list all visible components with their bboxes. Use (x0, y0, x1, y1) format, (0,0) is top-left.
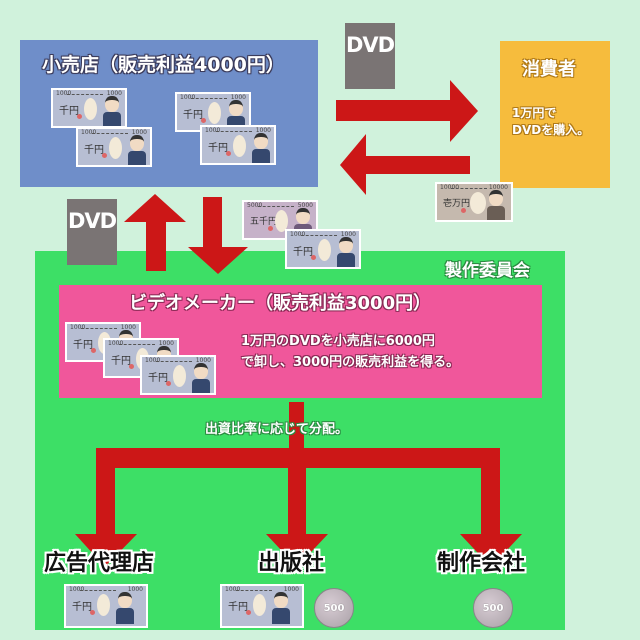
banknote-label: 千円 (111, 356, 131, 367)
coin-500-icon: 500 (314, 588, 354, 628)
banknote-label: 千円 (73, 340, 93, 351)
banknote-value: 10000 (440, 184, 460, 191)
dvd-tag-left: DVD (67, 199, 117, 265)
consumer-title: 消費者 (522, 59, 576, 80)
dvd-tag-top: DVD (345, 23, 395, 89)
arrow-to-consumer (336, 80, 478, 142)
banknote-value: 5000 (247, 202, 263, 209)
distribution-label: 出資比率に応じて分配。 (205, 422, 349, 437)
banknote-value: 1000 (108, 340, 124, 347)
banknote-value-right: 1000 (106, 90, 122, 97)
video-maker-line-1: 1万円のDVDを小売店に6000円 (241, 334, 435, 349)
video-maker-line-2: で卸し、3000円の販売利益を得る。 (241, 355, 460, 370)
coin-500-icon: 500 (473, 588, 513, 628)
banknote-1000-icon: 1000 千円 1000 (285, 229, 361, 269)
banknote-10000-icon: 10000 壱万円 10000 (435, 182, 513, 222)
consumer-line-1: 1万円で (512, 106, 557, 120)
banknote-value: 1000 (290, 231, 306, 238)
banknote-label: 千円 (84, 145, 104, 156)
banknote-value: 1000 (70, 324, 86, 331)
banknote-value-right: 1000 (340, 231, 356, 238)
banknote-label: 千円 (72, 602, 92, 613)
banknote-1000-icon: 1000 千円 1000 (220, 584, 304, 628)
banknote-label: 千円 (148, 373, 168, 384)
banknote-value: 1000 (205, 127, 221, 134)
banknote-value: 1000 (69, 586, 85, 593)
banknote-value-right: 1000 (158, 340, 174, 347)
banknote-label: 千円 (59, 106, 79, 117)
banknote-value: 1000 (145, 357, 161, 364)
banknote-value-right: 1000 (255, 127, 271, 134)
banknote-label: 千円 (228, 602, 248, 613)
banknote-value-right: 1000 (131, 129, 147, 136)
consumer-line-2: DVDを購入。 (512, 123, 590, 137)
banknote-label: 千円 (293, 247, 313, 258)
banknote-value-right: 1000 (230, 94, 246, 101)
banknote-label: 五千円 (250, 217, 278, 227)
recipient-ad-agency: 広告代理店 (44, 551, 155, 576)
banknote-value-right: 1000 (120, 324, 136, 331)
banknote-1000-icon: 1000 千円 1000 (51, 88, 127, 128)
banknote-value: 1000 (180, 94, 196, 101)
recipient-publisher: 出版社 (258, 551, 325, 576)
banknote-1000-icon: 1000 千円 1000 (200, 125, 276, 165)
banknote-value: 1000 (225, 586, 241, 593)
banknote-1000-icon: 1000 千円 1000 (64, 584, 148, 628)
banknote-1000-icon: 1000 千円 1000 (140, 355, 216, 395)
banknote-label: 壱万円 (443, 199, 471, 209)
committee-title: 製作委員会 (445, 261, 530, 281)
banknote-label: 千円 (208, 143, 228, 154)
banknote-value-right: 5000 (297, 202, 313, 209)
banknote-value-right: 1000 (195, 357, 211, 364)
consumer-box: 消費者 1万円で DVDを購入。 (500, 41, 610, 188)
banknote-label: 千円 (183, 110, 203, 121)
video-maker-title: ビデオメーカー（販売利益3000円） (129, 293, 432, 314)
banknote-value-right: 10000 (488, 184, 508, 191)
banknote-value: 1000 (81, 129, 97, 136)
banknote-value-right: 1000 (127, 586, 143, 593)
recipient-production-company: 制作会社 (437, 551, 526, 576)
banknote-value-right: 1000 (283, 586, 299, 593)
retail-store-title: 小売店（販売利益4000円） (42, 54, 285, 76)
banknote-1000-icon: 1000 千円 1000 (76, 127, 152, 167)
banknote-value: 1000 (56, 90, 72, 97)
